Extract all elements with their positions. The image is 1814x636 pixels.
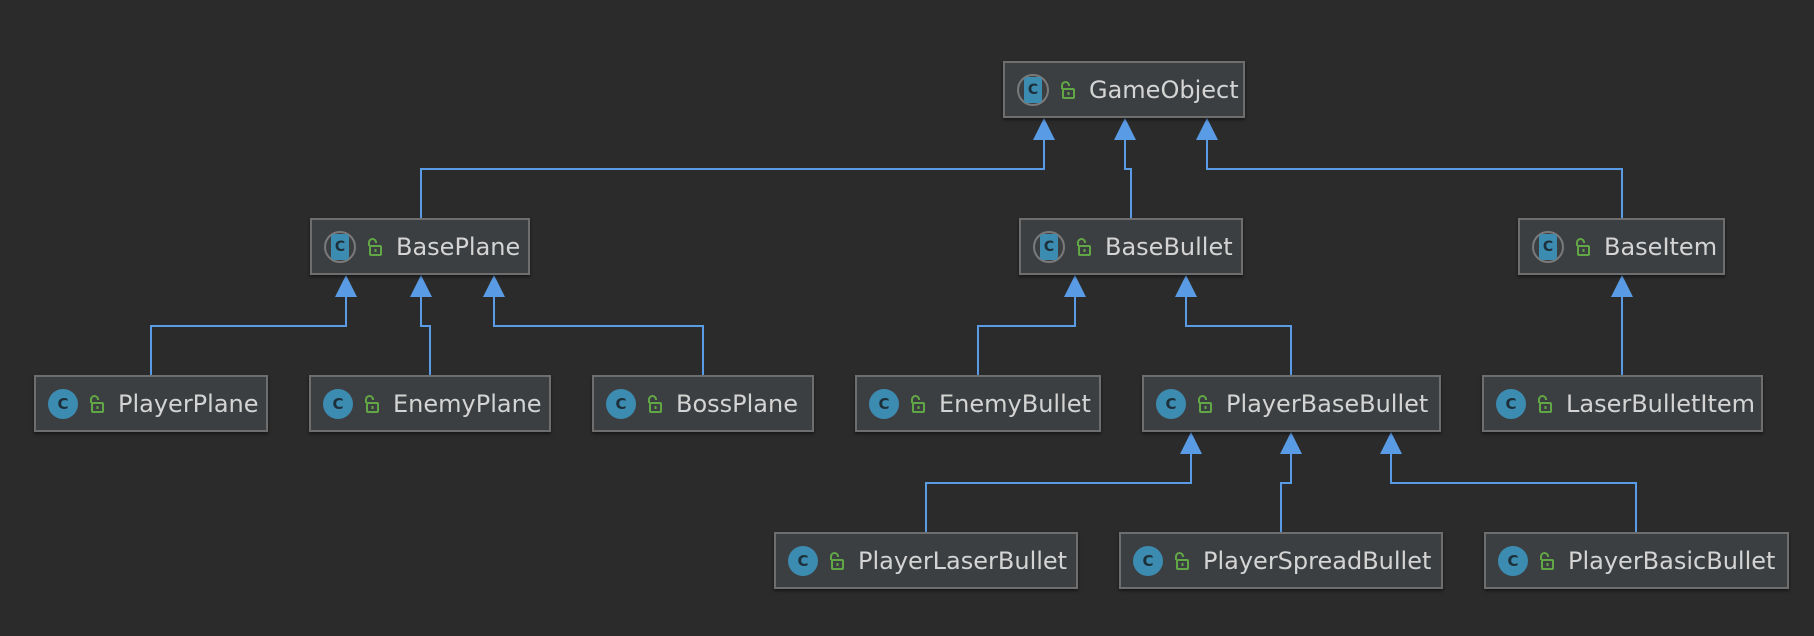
node-label: BasePlane bbox=[396, 232, 521, 261]
unlocked-icon bbox=[1538, 394, 1552, 413]
unlocked-icon bbox=[1198, 394, 1212, 413]
inheritance-arrowhead bbox=[1033, 118, 1055, 140]
unlocked-icon bbox=[1061, 80, 1075, 99]
edge-playerbasicbullet-to-playerbasebullet bbox=[1380, 432, 1637, 532]
node-playerbasebullet[interactable]: C PlayerBaseBullet bbox=[1142, 375, 1441, 432]
node-playerlaserbullet[interactable]: C PlayerLaserBullet bbox=[774, 532, 1078, 589]
edge-enemyplane-to-baseplane bbox=[410, 275, 432, 375]
inheritance-arrowhead bbox=[1180, 432, 1202, 454]
edge-playerplane-to-baseplane bbox=[150, 275, 357, 375]
node-label: EnemyPlane bbox=[393, 389, 542, 418]
edge-basebullet-to-gameobject bbox=[1114, 118, 1136, 218]
node-baseitem[interactable]: C BaseItem bbox=[1518, 218, 1725, 275]
class-icon: C bbox=[323, 388, 353, 419]
node-label: BaseItem bbox=[1604, 232, 1718, 261]
node-laserbulletitem[interactable]: C LaserBulletItem bbox=[1482, 375, 1763, 432]
inheritance-arrowhead bbox=[1114, 118, 1136, 140]
edge-laserbulletitem-to-baseitem bbox=[1611, 275, 1633, 375]
edge-baseplane-to-gameobject bbox=[420, 118, 1055, 218]
inheritance-arrowhead bbox=[335, 275, 357, 297]
node-label: BossPlane bbox=[676, 389, 798, 418]
node-label: BaseBullet bbox=[1105, 232, 1233, 261]
node-label: GameObject bbox=[1089, 75, 1239, 104]
edge-playerbasebullet-to-basebullet bbox=[1175, 275, 1292, 375]
edge-enemybullet-to-basebullet bbox=[977, 275, 1086, 375]
abstract-class-icon: C bbox=[324, 230, 356, 263]
unlocked-icon bbox=[1540, 551, 1554, 570]
unlocked-icon bbox=[1175, 551, 1189, 570]
node-bossplane[interactable]: C BossPlane bbox=[592, 375, 814, 432]
unlocked-icon bbox=[830, 551, 844, 570]
class-icon: C bbox=[1156, 388, 1186, 419]
class-icon: C bbox=[869, 388, 899, 419]
inheritance-arrowhead bbox=[483, 275, 505, 297]
node-basebullet[interactable]: C BaseBullet bbox=[1019, 218, 1243, 275]
node-playerspreadbullet[interactable]: C PlayerSpreadBullet bbox=[1119, 532, 1443, 589]
abstract-class-icon: C bbox=[1033, 230, 1065, 263]
node-label: LaserBulletItem bbox=[1566, 389, 1756, 418]
unlocked-icon bbox=[90, 394, 104, 413]
node-label: PlayerPlane bbox=[118, 389, 259, 418]
inheritance-arrowhead bbox=[1064, 275, 1086, 297]
abstract-class-icon: C bbox=[1532, 230, 1564, 263]
unlocked-icon bbox=[911, 394, 925, 413]
node-label: PlayerBasicBullet bbox=[1568, 546, 1776, 575]
class-icon: C bbox=[1133, 545, 1163, 576]
inheritance-arrowhead bbox=[1196, 118, 1218, 140]
edge-baseitem-to-gameobject bbox=[1196, 118, 1623, 218]
class-icon: C bbox=[1496, 388, 1526, 419]
node-playerbasicbullet[interactable]: C PlayerBasicBullet bbox=[1484, 532, 1789, 589]
unlocked-icon bbox=[648, 394, 662, 413]
inheritance-arrowhead bbox=[1280, 432, 1302, 454]
edge-playerspreadbullet-to-playerbasebullet bbox=[1280, 432, 1302, 532]
unlocked-icon bbox=[1077, 237, 1091, 256]
node-label: PlayerLaserBullet bbox=[858, 546, 1068, 575]
unlocked-icon bbox=[368, 237, 382, 256]
inheritance-arrowhead bbox=[1175, 275, 1197, 297]
node-gameobject[interactable]: C GameObject bbox=[1003, 61, 1245, 118]
edge-playerlaserbullet-to-playerbasebullet bbox=[925, 432, 1202, 532]
inheritance-arrowhead bbox=[410, 275, 432, 297]
class-icon: C bbox=[788, 545, 818, 576]
node-label: EnemyBullet bbox=[939, 389, 1091, 418]
abstract-class-icon: C bbox=[1017, 73, 1049, 106]
edge-bossplane-to-baseplane bbox=[483, 275, 704, 375]
class-icon: C bbox=[1498, 545, 1528, 576]
node-baseplane[interactable]: C BasePlane bbox=[310, 218, 530, 275]
inheritance-arrowhead bbox=[1611, 275, 1633, 297]
unlocked-icon bbox=[1576, 237, 1590, 256]
inheritance-arrowhead bbox=[1380, 432, 1402, 454]
class-icon: C bbox=[48, 388, 78, 419]
class-icon: C bbox=[606, 388, 636, 419]
node-label: PlayerSpreadBullet bbox=[1203, 546, 1432, 575]
node-enemybullet[interactable]: C EnemyBullet bbox=[855, 375, 1101, 432]
node-playerplane[interactable]: C PlayerPlane bbox=[34, 375, 268, 432]
unlocked-icon bbox=[365, 394, 379, 413]
node-label: PlayerBaseBullet bbox=[1226, 389, 1429, 418]
node-enemyplane[interactable]: C EnemyPlane bbox=[309, 375, 551, 432]
